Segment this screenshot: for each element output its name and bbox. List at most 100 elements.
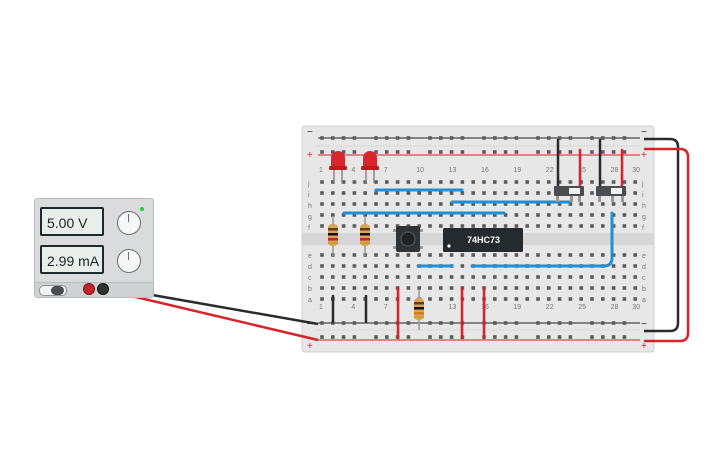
breadboard-hole[interactable] bbox=[417, 253, 421, 257]
breadboard-hole[interactable] bbox=[493, 253, 497, 257]
rail-hole[interactable] bbox=[352, 321, 357, 325]
breadboard-hole[interactable] bbox=[622, 253, 627, 257]
push-button[interactable] bbox=[393, 226, 423, 252]
breadboard-hole[interactable] bbox=[439, 275, 443, 279]
rail-hole[interactable] bbox=[493, 321, 497, 325]
breadboard-hole[interactable] bbox=[536, 224, 540, 228]
breadboard-hole[interactable] bbox=[590, 286, 594, 290]
breadboard-hole[interactable] bbox=[363, 264, 367, 268]
breadboard-hole[interactable] bbox=[493, 180, 497, 184]
breadboard-hole[interactable] bbox=[374, 275, 378, 279]
breadboard-hole[interactable] bbox=[449, 224, 454, 228]
breadboard-hole[interactable] bbox=[557, 202, 562, 206]
breadboard-hole[interactable] bbox=[493, 224, 497, 228]
breadboard-hole[interactable] bbox=[611, 264, 616, 268]
slide-switch[interactable] bbox=[596, 186, 626, 202]
breadboard-hole[interactable] bbox=[493, 286, 497, 290]
ic-74hc73[interactable]: 74HC73 bbox=[443, 228, 523, 252]
breadboard-hole[interactable] bbox=[503, 224, 508, 228]
current-knob[interactable] bbox=[117, 249, 141, 273]
breadboard-hole[interactable] bbox=[385, 286, 389, 290]
breadboard-hole[interactable] bbox=[428, 275, 432, 279]
breadboard-hole[interactable] bbox=[590, 297, 594, 301]
breadboard-hole[interactable] bbox=[633, 253, 637, 257]
slide-switch[interactable] bbox=[554, 186, 584, 202]
breadboard-hole[interactable] bbox=[417, 286, 421, 290]
breadboard-hole[interactable] bbox=[622, 224, 627, 228]
breadboard-hole[interactable] bbox=[352, 191, 357, 195]
breadboard-hole[interactable] bbox=[493, 213, 497, 217]
rail-hole[interactable] bbox=[503, 335, 508, 339]
breadboard-hole[interactable] bbox=[428, 253, 432, 257]
rail-hole[interactable] bbox=[460, 136, 465, 140]
breadboard-hole[interactable] bbox=[611, 275, 616, 279]
breadboard-hole[interactable] bbox=[547, 275, 551, 279]
breadboard-hole[interactable] bbox=[503, 180, 508, 184]
rail-hole[interactable] bbox=[320, 136, 324, 140]
breadboard-hole[interactable] bbox=[374, 213, 378, 217]
rail-hole[interactable] bbox=[611, 335, 616, 339]
breadboard-hole[interactable] bbox=[514, 275, 519, 279]
breadboard-hole[interactable] bbox=[536, 213, 540, 217]
breadboard-hole[interactable] bbox=[601, 286, 605, 290]
rail-hole[interactable] bbox=[385, 150, 389, 154]
breadboard-hole[interactable] bbox=[428, 297, 432, 301]
breadboard-hole[interactable] bbox=[385, 264, 389, 268]
breadboard-hole[interactable] bbox=[439, 286, 443, 290]
breadboard-hole[interactable] bbox=[385, 253, 389, 257]
rail-hole[interactable] bbox=[406, 150, 411, 154]
breadboard-hole[interactable] bbox=[633, 297, 637, 301]
breadboard-hole[interactable] bbox=[331, 191, 335, 195]
breadboard-hole[interactable] bbox=[374, 191, 378, 195]
breadboard-hole[interactable] bbox=[611, 297, 616, 301]
rail-hole[interactable] bbox=[547, 321, 551, 325]
breadboard-hole[interactable] bbox=[493, 297, 497, 301]
breadboard-hole[interactable] bbox=[633, 202, 637, 206]
rail-hole[interactable] bbox=[514, 335, 519, 339]
breadboard-hole[interactable] bbox=[352, 180, 357, 184]
breadboard-hole[interactable] bbox=[363, 191, 367, 195]
breadboard-hole[interactable] bbox=[579, 297, 583, 301]
rail-hole[interactable] bbox=[514, 321, 519, 325]
breadboard-hole[interactable] bbox=[385, 202, 389, 206]
breadboard-hole[interactable] bbox=[352, 213, 357, 217]
breadboard-hole[interactable] bbox=[385, 213, 389, 217]
rail-hole[interactable] bbox=[503, 150, 508, 154]
breadboard-hole[interactable] bbox=[352, 275, 357, 279]
rail-hole[interactable] bbox=[385, 321, 389, 325]
rail-hole[interactable] bbox=[601, 136, 605, 140]
breadboard-hole[interactable] bbox=[536, 297, 540, 301]
breadboard-hole[interactable] bbox=[547, 224, 551, 228]
breadboard-hole[interactable] bbox=[622, 286, 627, 290]
breadboard-hole[interactable] bbox=[449, 297, 454, 301]
breadboard-hole[interactable] bbox=[449, 286, 454, 290]
breadboard-hole[interactable] bbox=[374, 202, 378, 206]
breadboard-hole[interactable] bbox=[579, 202, 583, 206]
breadboard-hole[interactable] bbox=[331, 275, 335, 279]
breadboard-hole[interactable] bbox=[439, 253, 443, 257]
breadboard-hole[interactable] bbox=[449, 213, 454, 217]
breadboard-hole[interactable] bbox=[482, 191, 486, 195]
breadboard-hole[interactable] bbox=[428, 213, 432, 217]
resistor[interactable] bbox=[328, 216, 338, 256]
rail-hole[interactable] bbox=[406, 321, 411, 325]
breadboard-hole[interactable] bbox=[341, 297, 346, 301]
breadboard-hole[interactable] bbox=[449, 202, 454, 206]
breadboard-hole[interactable] bbox=[525, 213, 529, 217]
breadboard-hole[interactable] bbox=[406, 275, 411, 279]
breadboard-hole[interactable] bbox=[547, 191, 551, 195]
breadboard-hole[interactable] bbox=[611, 253, 616, 257]
breadboard-hole[interactable] bbox=[395, 213, 400, 217]
breadboard-hole[interactable] bbox=[525, 286, 529, 290]
rail-hole[interactable] bbox=[503, 136, 508, 140]
rail-hole[interactable] bbox=[590, 136, 594, 140]
breadboard-hole[interactable] bbox=[341, 286, 346, 290]
breadboard-hole[interactable] bbox=[341, 191, 346, 195]
breadboard-hole[interactable] bbox=[320, 286, 324, 290]
breadboard-hole[interactable] bbox=[503, 286, 508, 290]
breadboard-hole[interactable] bbox=[547, 297, 551, 301]
breadboard-hole[interactable] bbox=[320, 264, 324, 268]
breadboard-hole[interactable] bbox=[331, 286, 335, 290]
breadboard-hole[interactable] bbox=[590, 180, 594, 184]
breadboard-hole[interactable] bbox=[395, 253, 400, 257]
